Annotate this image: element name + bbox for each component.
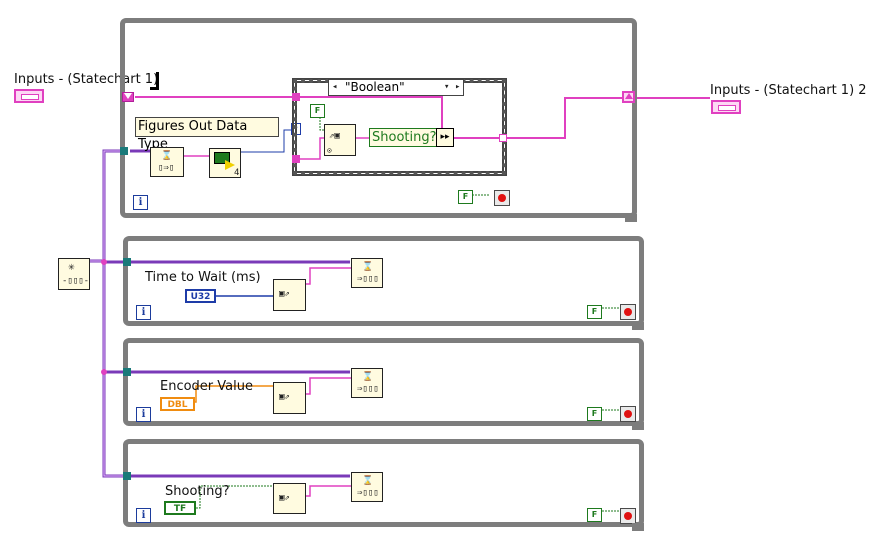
enqueue-node-2[interactable]: ⌛ ⇒▯▯▯ <box>351 258 383 288</box>
while-loop-3[interactable]: i F <box>123 338 644 430</box>
while-loop-4[interactable]: i F <box>123 439 644 531</box>
queue-wire-main <box>90 149 124 263</box>
enqueue-arrow-icon: ⇒▯▯▯ <box>357 384 379 394</box>
shooting-control-label: Shooting? <box>165 484 230 499</box>
iteration-terminal: i <box>136 508 151 523</box>
bundle-icon: ▣⇗ <box>279 289 290 299</box>
prev-case-icon: ◂ <box>332 82 338 92</box>
inputs-indicator-terminal[interactable] <box>711 100 741 114</box>
figures-label: Figures Out Data Type <box>135 117 279 152</box>
queue-tunnel-3[interactable] <box>123 368 131 376</box>
label-frame-corner <box>150 72 159 90</box>
tf-terminal[interactable]: TF <box>164 501 196 515</box>
false-constant[interactable]: F <box>587 508 602 522</box>
queue-tunnel-4[interactable] <box>123 472 131 480</box>
bundle-node-3[interactable]: ▣⇗ <box>273 382 306 414</box>
star-icon: ✳ <box>68 260 75 273</box>
encoder-value-label: Encoder Value <box>160 379 253 394</box>
bundle-small-icon: ⊙ <box>327 146 332 155</box>
queue-tunnel-2[interactable] <box>123 258 131 266</box>
hourglass-icon: ⌛ <box>362 372 374 382</box>
case-in-tunnel[interactable] <box>292 93 300 101</box>
arrow-right-icon <box>225 160 235 170</box>
false-constant[interactable]: F <box>458 190 473 204</box>
false-constant[interactable]: F <box>587 407 602 421</box>
bundle-icon: ⇗▣ <box>329 131 340 141</box>
time-to-wait-label: Time to Wait (ms) <box>145 270 261 285</box>
shooting-element-label: Shooting? <box>369 128 437 147</box>
iteration-terminal: i <box>136 407 151 422</box>
queue-wire-down <box>102 261 124 478</box>
queue-wire-main-hi <box>90 150 124 262</box>
obtain-queue-node[interactable]: ✳ -▯▯▯- <box>58 258 90 290</box>
chevron-down-icon: ▾ <box>444 82 450 92</box>
bundle-by-name-node[interactable]: ⇗▣ ⊙ <box>324 124 356 156</box>
hourglass-icon: ⌛ <box>161 151 173 161</box>
enqueue-node-3[interactable]: ⌛ ⇒▯▯▯ <box>351 368 383 398</box>
case-selector-value: "Boolean" <box>345 80 405 94</box>
case-out-tunnel[interactable] <box>499 134 507 142</box>
case-in-tunnel-2[interactable] <box>292 155 300 163</box>
bundle-node-2[interactable]: ▣⇗ <box>273 279 306 311</box>
iteration-terminal: i <box>133 195 148 210</box>
enqueue-arrow-icon: ⇒▯▯▯ <box>357 274 379 284</box>
stop-terminal[interactable] <box>494 190 510 206</box>
stop-terminal[interactable] <box>620 304 636 320</box>
enqueue-node-4[interactable]: ⌛ ⇒▯▯▯ <box>351 472 383 502</box>
iteration-terminal: i <box>136 305 151 320</box>
dequeue-node[interactable]: ⌛ ▯⇒▯ <box>150 147 184 177</box>
queue-icon: -▯▯▯- <box>62 276 90 286</box>
unbundle-node[interactable]: 4 <box>209 148 241 178</box>
case-selector[interactable]: ◂ "Boolean" ▾ ▸ <box>328 79 464 96</box>
tunnel-arrow-down-icon <box>124 93 132 99</box>
unbundle-index: 4 <box>234 168 240 178</box>
u32-terminal[interactable]: U32 <box>185 289 216 303</box>
hourglass-icon: ⌛ <box>362 476 374 486</box>
false-constant[interactable]: F <box>587 305 602 319</box>
inputs-control-terminal[interactable] <box>14 89 44 103</box>
bundle-icon: ▣⇗ <box>279 392 290 402</box>
bundle-element-terminal[interactable]: ▸▸ <box>436 128 454 147</box>
bundle-node-4[interactable]: ▣⇗ <box>273 483 306 514</box>
stop-terminal[interactable] <box>620 508 636 524</box>
stop-terminal[interactable] <box>620 406 636 422</box>
queue-wire-down-hi <box>103 261 124 477</box>
queue-tunnel-1[interactable] <box>120 147 128 155</box>
enqueue-arrow-icon: ⇒▯▯▯ <box>357 488 379 498</box>
false-constant-case[interactable]: F <box>310 104 325 118</box>
dequeue-arrow-icon: ▯⇒▯ <box>158 163 175 173</box>
inputs-indicator-label: Inputs - (Statechart 1) 2 <box>710 83 867 98</box>
while-loop-1[interactable]: i F <box>120 18 637 222</box>
next-case-icon: ▸ <box>455 82 461 92</box>
bundle-icon: ▣⇗ <box>279 493 290 503</box>
hourglass-icon: ⌛ <box>362 262 374 272</box>
dbl-terminal[interactable]: DBL <box>160 397 195 411</box>
while-loop-2[interactable]: i F <box>123 236 644 330</box>
tunnel-arrow-up-icon <box>625 93 633 99</box>
